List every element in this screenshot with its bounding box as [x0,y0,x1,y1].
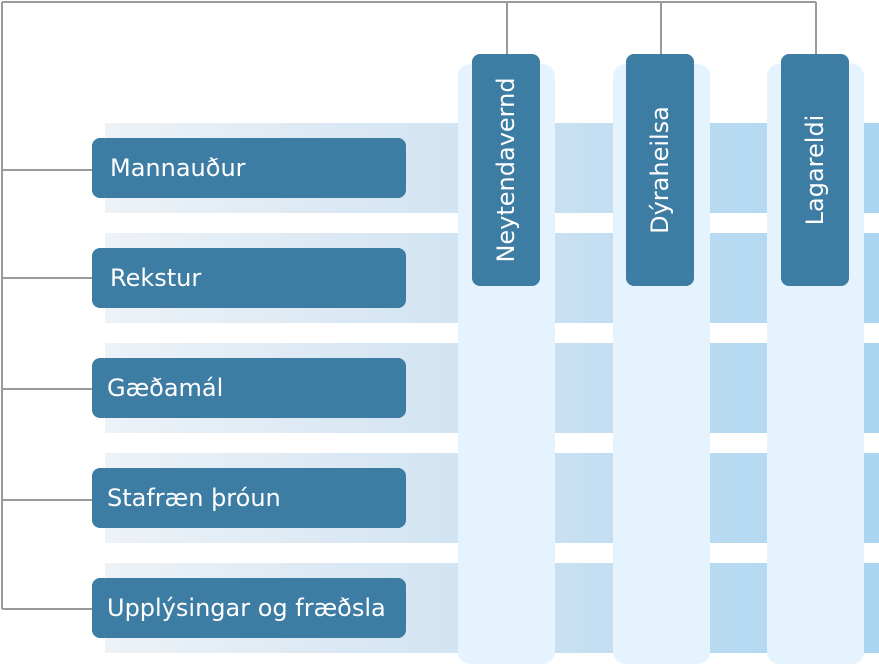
row-label-text: Gæðamál [107,374,224,402]
row-label-stafraen-throun: Stafræn þróun [92,468,406,528]
row-label-text: Stafræn þróun [107,484,281,512]
row-label-rekstur: Rekstur [92,248,406,308]
row-label-gaedamal: Gæðamál [92,358,406,418]
column-header-text: Neytendavernd [492,77,520,263]
column-header-neytendavernd: Neytendavernd [472,54,540,286]
row-label-text: Upplýsingar og fræðsla [107,594,386,622]
column-header-lagareldi: Lagareldi [781,54,849,286]
row-label-text: Mannauður [110,154,246,182]
row-label-text: Rekstur [110,264,202,292]
column-header-text: Dýraheilsa [646,106,674,234]
row-label-upplysingar-og-fraedsla: Upplýsingar og fræðsla [92,578,406,638]
column-header-dyraheilsa: Dýraheilsa [626,54,694,286]
column-header-text: Lagareldi [801,114,829,226]
row-label-mannaudur: Mannauður [92,138,406,198]
